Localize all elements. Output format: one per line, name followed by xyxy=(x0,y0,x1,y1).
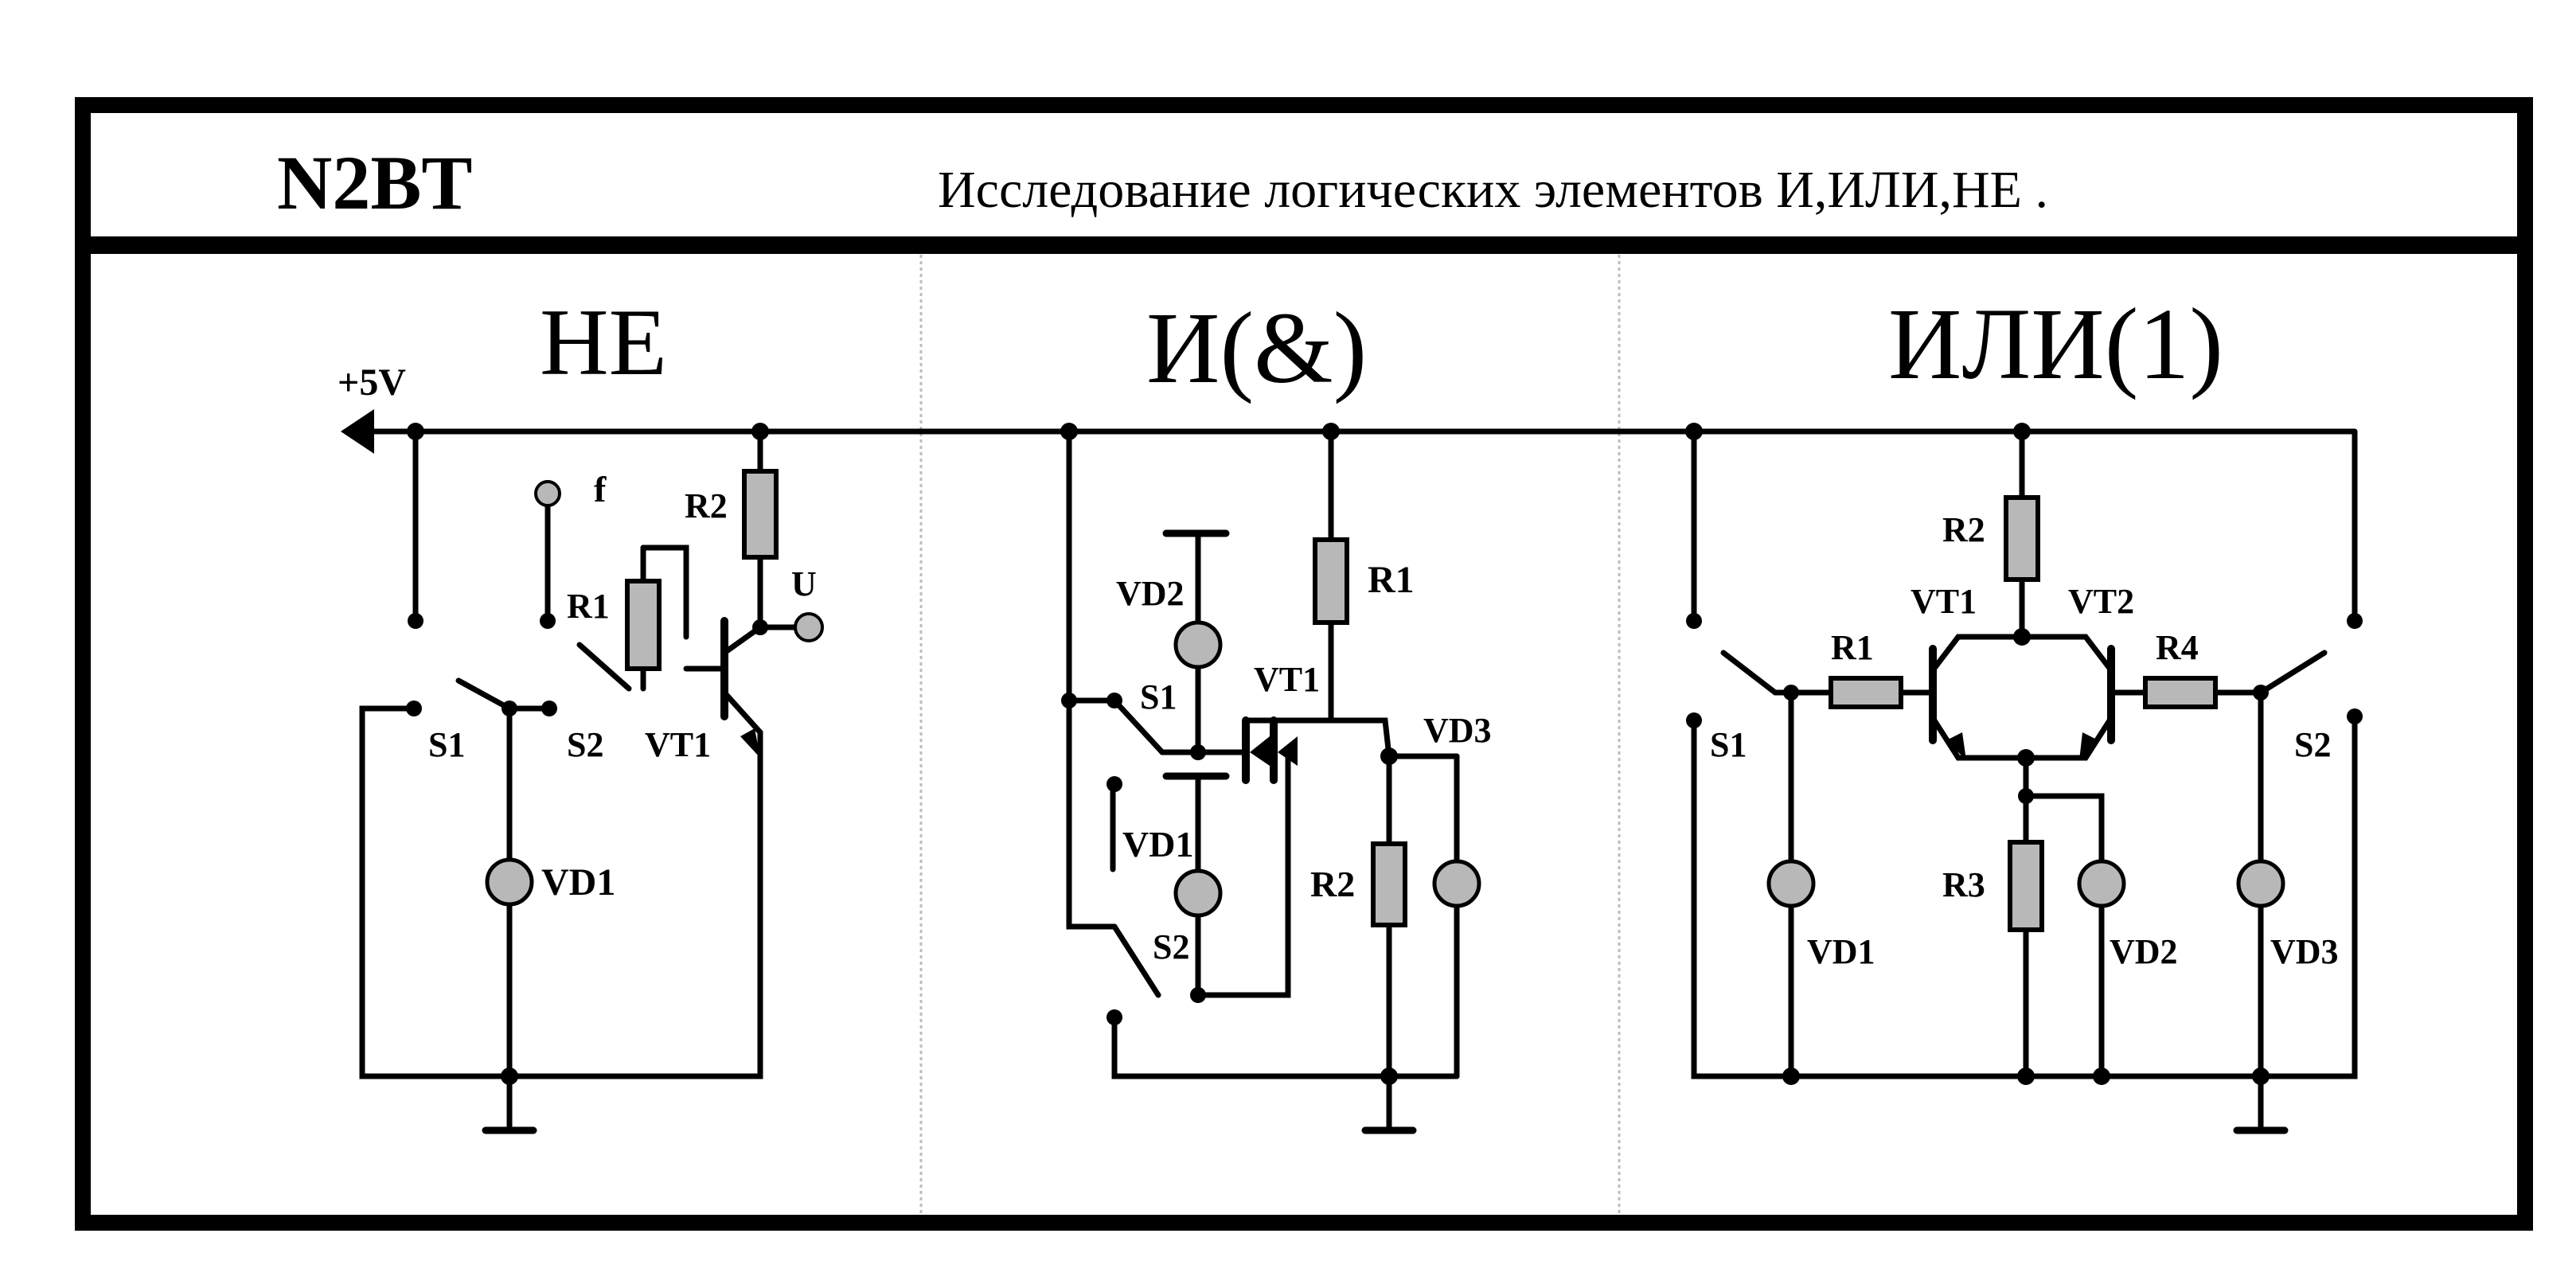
or-label-vd2: VD2 xyxy=(2110,932,2178,971)
not-r1-resistor xyxy=(625,579,662,671)
and-label-vd1: VD1 xyxy=(1122,824,1193,865)
and-gate-circuit xyxy=(1066,428,1460,1134)
or-label-vt1: VT1 xyxy=(1911,582,1977,621)
or-r4-resistor xyxy=(2143,676,2218,709)
header-code: N2BT xyxy=(277,140,472,225)
and-junctions xyxy=(1060,423,1398,1085)
or-vt2-emitter-arrow xyxy=(2079,732,2098,760)
and-vd2-led xyxy=(1173,620,1223,669)
and-label-s1: S1 xyxy=(1140,677,1177,716)
not-label-r2: R2 xyxy=(685,486,728,525)
not-label-vt1: VT1 xyxy=(645,725,711,764)
or-label-vt2: VT2 xyxy=(2068,582,2134,621)
or-vd3-led xyxy=(2236,859,2285,908)
not-label-r1: R1 xyxy=(567,587,610,626)
not-junctions xyxy=(406,423,769,1085)
or-label-s2: S2 xyxy=(2294,725,2331,764)
header-title: Исследование логических элементов И,ИЛИ,… xyxy=(938,161,2048,219)
not-gate-circuit xyxy=(359,428,807,1134)
not-r2-resistor xyxy=(742,469,779,560)
or-label-r4: R4 xyxy=(2156,628,2199,667)
or-label-vd1: VD1 xyxy=(1807,932,1875,971)
or-vd1-led xyxy=(1766,859,1816,908)
or-r1-resistor xyxy=(1829,676,1903,709)
panel-title-not: НЕ xyxy=(540,289,667,395)
or-junctions xyxy=(1685,423,2363,1085)
panel-title-and: И(&) xyxy=(1146,291,1367,404)
and-label-s2: S2 xyxy=(1153,927,1189,966)
or-label-r1: R1 xyxy=(1831,628,1874,667)
and-label-r2: R2 xyxy=(1310,864,1355,904)
not-label-f: f xyxy=(594,469,607,509)
or-label-vd3: VD3 xyxy=(2270,932,2339,971)
supply-label: +5V xyxy=(338,361,406,404)
panel-dividers xyxy=(919,255,1621,1214)
not-label-u: U xyxy=(791,564,817,603)
not-f-terminal xyxy=(534,480,561,507)
not-vt1-emitter-arrow xyxy=(740,728,760,758)
not-label-vd1: VD1 xyxy=(541,861,615,904)
supply-arrow xyxy=(341,409,374,454)
and-vd1-led xyxy=(1173,868,1223,918)
or-r2-resistor xyxy=(2004,495,2040,582)
not-vd1-led xyxy=(485,857,534,907)
and-vd3-led xyxy=(1432,859,1481,908)
not-label-s1: S1 xyxy=(428,725,465,764)
or-label-s1: S1 xyxy=(1710,725,1747,764)
not-u-terminal xyxy=(794,612,824,642)
and-label-r1: R1 xyxy=(1368,559,1415,601)
and-label-vd2: VD2 xyxy=(1116,574,1185,613)
and-r2-resistor xyxy=(1371,841,1407,927)
or-r3-resistor xyxy=(2008,840,2044,932)
and-vt1-emitter-arrow-1 xyxy=(1250,736,1270,766)
and-label-vt1: VT1 xyxy=(1254,660,1320,699)
or-vd2-led xyxy=(2077,859,2126,908)
and-label-vd3: VD3 xyxy=(1423,711,1492,750)
or-label-r3: R3 xyxy=(1942,865,1985,904)
and-r1-resistor xyxy=(1313,537,1349,625)
frame xyxy=(75,97,2533,1231)
panel-title-or: ИЛИ(1) xyxy=(1888,287,2223,400)
and-vt1-emitter-arrow-2 xyxy=(1278,736,1298,766)
or-label-r2: R2 xyxy=(1942,510,1985,549)
or-vt1-emitter-arrow xyxy=(1946,732,1966,760)
not-label-s2: S2 xyxy=(567,725,603,764)
